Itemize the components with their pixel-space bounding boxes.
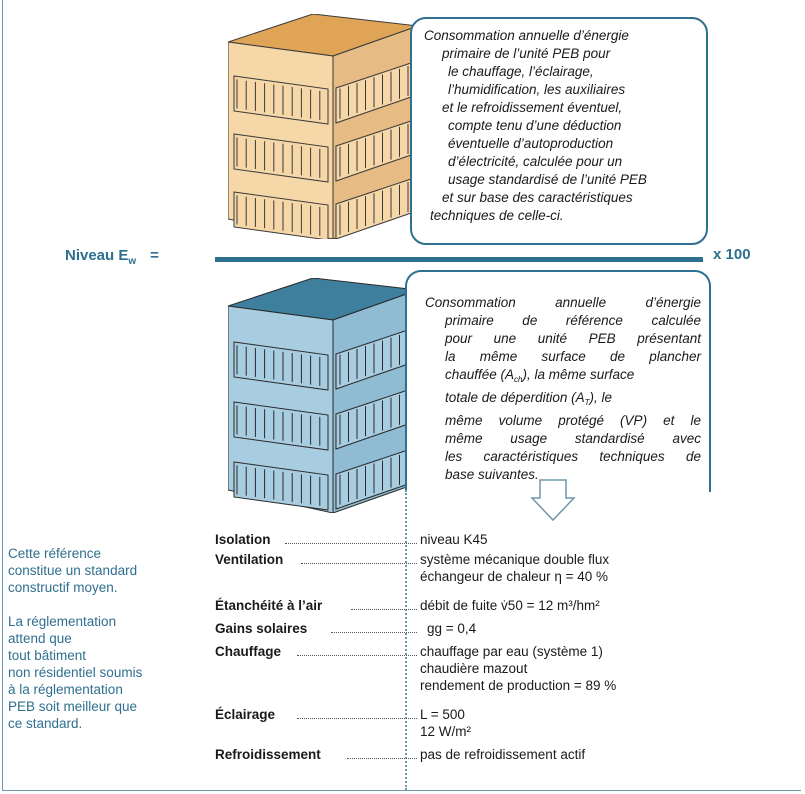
numerator-line: d’électricité, calculée pour un	[448, 154, 623, 169]
spec-label: Étanchéité à l’air	[215, 598, 323, 613]
reference-building-bottom	[228, 278, 418, 513]
fraction-bar	[215, 257, 703, 262]
numerator-description: Consommation annuelle d’énergie primaire…	[410, 17, 708, 245]
numerator-line: Consommation annuelle d’énergie	[424, 28, 629, 43]
spec-value: chauffage par eau (système 1) chaudière m…	[420, 643, 616, 694]
spec-value: débit de fuite v̇50 = 12 m³/hm²	[420, 597, 600, 614]
numerator-line: compte tenu d’une déduction	[448, 118, 622, 133]
multiplier-label: x 100	[713, 246, 751, 263]
bubble-dotted-border	[405, 490, 711, 790]
numerator-line: primaire de l’unité PEB pour	[442, 46, 611, 61]
equals-sign: =	[150, 247, 159, 264]
window-band	[233, 461, 329, 511]
den-text: ), le	[589, 390, 613, 405]
note-line: La réglementation	[8, 614, 117, 629]
leader-dots	[331, 620, 417, 633]
denominator-line: Consommation annuelle d’énergie	[425, 295, 701, 310]
denominator-line: chauffée (Ach), la même surface	[419, 366, 701, 389]
spec-value: gg = 0,4	[427, 620, 476, 637]
leader-dots	[297, 643, 417, 656]
spec-label: Éclairage	[215, 707, 276, 722]
denominator-line: même volume protégé (VP) et le	[445, 413, 701, 428]
denominator-line: pour une unité PEB présentant	[445, 331, 701, 346]
numerator-line: et le refroidissement éventuel,	[442, 100, 623, 115]
note-line: PEB soit meilleur que	[8, 699, 138, 714]
note-line: constructif moyen.	[8, 580, 118, 595]
niveau-subscript: w	[128, 256, 137, 267]
spec-value-line: chaudière mazout	[420, 661, 528, 676]
spec-value: pas de refroidissement actif	[420, 746, 585, 763]
numerator-line: techniques de celle-ci.	[430, 208, 564, 223]
den-subscript: ch	[514, 375, 523, 384]
leader-dots	[301, 551, 417, 564]
numerator-line: l’humidification, les auxiliaires	[448, 82, 626, 97]
denominator-line: la même surface de plancher	[445, 349, 701, 364]
spec-value: niveau K45	[420, 531, 488, 548]
down-arrow-icon	[530, 479, 576, 522]
spec-label: Refroidissement	[215, 747, 321, 762]
note-line: ce standard.	[8, 716, 83, 731]
den-text: ), la même surface	[522, 367, 635, 382]
note-line: attend que	[8, 631, 72, 646]
den-text: chauffée (A	[445, 367, 515, 382]
spec-value-line: rendement de production = 89 %	[420, 678, 617, 693]
spec-value-line: niveau K45	[420, 532, 488, 547]
spec-value-line: chauffage par eau (système 1)	[420, 644, 603, 659]
numerator-line: éventuelle d’autoproduction	[448, 136, 614, 151]
window-band	[233, 191, 329, 239]
spec-value-line: 12 W/m²	[420, 724, 472, 739]
den-subscript: T	[584, 398, 590, 407]
den-text: totale de déperdition (A	[445, 390, 585, 405]
spec-label: Chauffage	[215, 644, 282, 659]
leader-dots	[351, 597, 417, 610]
window-band	[233, 401, 329, 451]
spec-value-line: pas de refroidissement actif	[420, 747, 586, 762]
leader-dots	[297, 706, 417, 719]
numerator-line: et sur base des caractéristiques	[442, 190, 633, 205]
note-line: Cette référence	[8, 546, 102, 561]
spec-label: Ventilation	[215, 552, 284, 567]
note-line: à la réglementation	[8, 682, 123, 697]
spec-value-line: L = 500	[420, 707, 465, 722]
denominator-description: Consommation annuelle d’énergie primaire…	[405, 270, 711, 492]
niveau-text: Niveau E	[65, 247, 129, 264]
numerator-line: usage standardisé de l’unité PEB	[448, 172, 647, 187]
note-line: constitue un standard	[8, 563, 138, 578]
leader-dots	[285, 531, 417, 544]
numerator-line: le chauffage, l’éclairage,	[448, 64, 594, 79]
window-band	[233, 75, 329, 125]
note-line: non résidentiel soumis	[8, 665, 143, 680]
denominator-line: base suivantes.	[445, 467, 539, 482]
spec-value-line: échangeur de chaleur η = 40 %	[420, 569, 609, 584]
spec-label: Isolation	[215, 532, 271, 547]
spec-value: L = 500 12 W/m²	[420, 706, 471, 740]
spec-value-line: débit de fuite v̇50 = 12 m³/hm²	[420, 598, 600, 613]
window-band	[233, 341, 329, 391]
note-line: tout bâtiment	[8, 648, 87, 663]
spec-value: système mécanique double flux échangeur d…	[420, 551, 609, 585]
note-standard: Cette référence constitue un standard co…	[8, 545, 198, 596]
denominator-line: totale de déperdition (AT), le	[419, 389, 701, 412]
spec-value-line: système mécanique double flux	[420, 552, 610, 567]
denominator-line: primaire de référence calculée	[445, 313, 701, 328]
window-band	[233, 133, 329, 183]
denominator-line: les caractéristiques techniques de	[445, 449, 701, 464]
niveau-ew-label: Niveau Ew =	[65, 247, 159, 267]
note-regulation: La réglementation attend que tout bâtime…	[8, 613, 198, 732]
leader-dots	[347, 746, 417, 759]
denominator-line: même usage standardisé avec	[445, 431, 701, 446]
reference-building-top	[228, 14, 418, 239]
spec-label: Gains solaires	[215, 621, 308, 636]
spec-value-line: gg = 0,4	[427, 621, 477, 636]
